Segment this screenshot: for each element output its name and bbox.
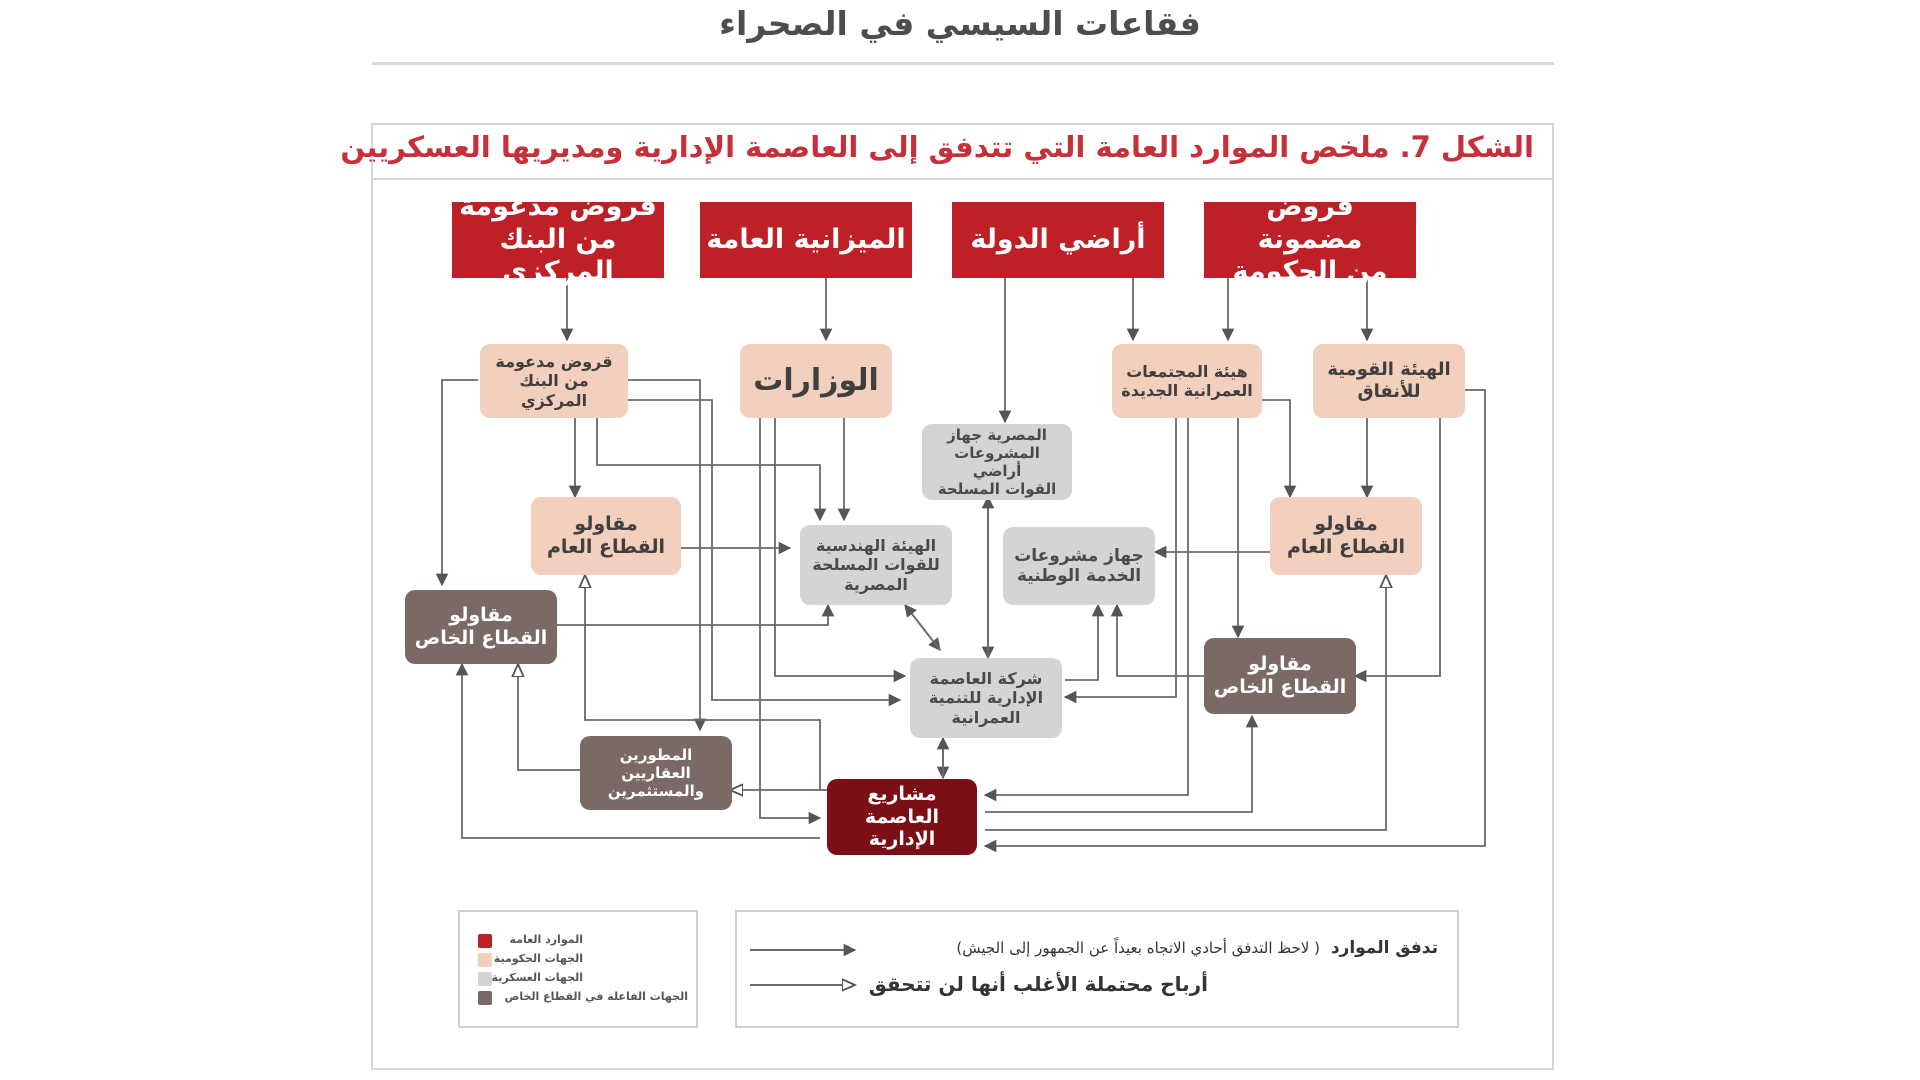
gov-ministries: الوزارات: [740, 344, 892, 418]
arrow-acud-to-nsp: [1065, 603, 1105, 681]
arrow-cbe-to-developers: [626, 379, 707, 732]
legend-swatch-government: [478, 953, 492, 967]
private-contractors-right: مقاولو القطاع الخاص: [1204, 638, 1356, 714]
private-contractors-left: مقاولو القطاع الخاص: [405, 590, 557, 664]
legend-label-government: الجهات الحكومية: [493, 952, 583, 965]
gov-nuca: هيئة المجتمعات العمرانية الجديدة: [1112, 344, 1262, 418]
arrow-projects-to-public-right: [985, 575, 1386, 831]
arrow-cbe-to-acud: [626, 399, 902, 707]
figure-title: الشكل 7. ملخص الموارد العامة التي تتدفق …: [340, 130, 1534, 164]
mil-afleo: المصرية جهاز المشروعات أراضي القوات المس…: [922, 424, 1072, 500]
flow-legend-resource-note: ( لاحظ التدفق أحادي الاتجاه بعيداً عن ال…: [956, 939, 1320, 957]
flow-legend-potential-profits: أرباح محتملة الأغلب أنها لن تتحقق: [868, 972, 1208, 996]
title-divider: [372, 62, 1554, 65]
capital-projects: مشاريع العاصمة الإدارية: [827, 779, 977, 855]
gov-public-contractors-right: مقاولو القطاع العام: [1270, 497, 1422, 575]
page-title: فقاعات السيسي في الصحراء: [719, 4, 1201, 43]
flow-legend: [735, 910, 1459, 1028]
mil-engineering-authority: الهيئة الهندسية للقوات المسلحة المصرية: [800, 525, 952, 605]
figure-header-divider: [371, 178, 1554, 180]
arrow-nuca-to-acud: [1063, 418, 1177, 704]
gov-cbe-loans: قروض مدعومة من البنك المركزي: [480, 344, 628, 418]
arrow-private-left-to-eaaf: [555, 603, 835, 626]
legend-label-public-resources: الموارد العامة: [509, 933, 583, 946]
legend-swatch-public-resources: [478, 934, 492, 948]
arrow-developers-to-private-left: [518, 664, 580, 771]
legend-swatch-military: [478, 972, 492, 986]
legend-label-military: الجهات العسكرية: [491, 971, 583, 984]
arrow-projects-to-private-right: [985, 714, 1259, 813]
gov-tunnels-authority: الهيئة القومية للأنفاق: [1313, 344, 1465, 418]
arrow-ministries-to-acud: [774, 418, 907, 683]
arrow-projects-to-public-left: [585, 575, 821, 790]
private-developers-investors: المطورين العقاريين والمستثمرين: [580, 736, 732, 810]
resource-state-land: أراضي الدولة: [952, 202, 1164, 278]
legend-swatch-private: [478, 991, 492, 1005]
legend-label-private: الجهات الفاعلة في القطاع الخاص: [504, 990, 688, 1003]
gov-public-contractors-left: مقاولو القطاع العام: [531, 497, 681, 575]
arrow-ministries-to-projects: [759, 418, 822, 825]
arrow-private-right-to-nsp: [1110, 603, 1205, 677]
color-legend: [458, 910, 698, 1028]
figure-frame: [371, 123, 1554, 1070]
resource-cbe-loans: قروض مدعومة من البنك المركزي: [452, 191, 664, 287]
mil-national-service-projects: جهاز مشروعات الخدمة الوطنية: [1003, 527, 1155, 605]
arrow-acud-eaaf: [904, 604, 941, 651]
arrow-cbe-to-eaaf: [596, 418, 827, 522]
flow-legend-resource-flow: تدفق الموارد: [1330, 938, 1438, 958]
arrow-nuca-to-projects: [983, 418, 1189, 802]
resource-public-budget: الميزانية العامة: [700, 202, 912, 278]
arrow-tunnels-to-projects: [983, 389, 1486, 853]
mil-acud: شركة العاصمة الإدارية للتنمية العمرانية: [910, 658, 1062, 738]
arrow-cbe-to-private-left: [435, 379, 478, 587]
arrow-projects-to-private-left: [455, 662, 820, 839]
